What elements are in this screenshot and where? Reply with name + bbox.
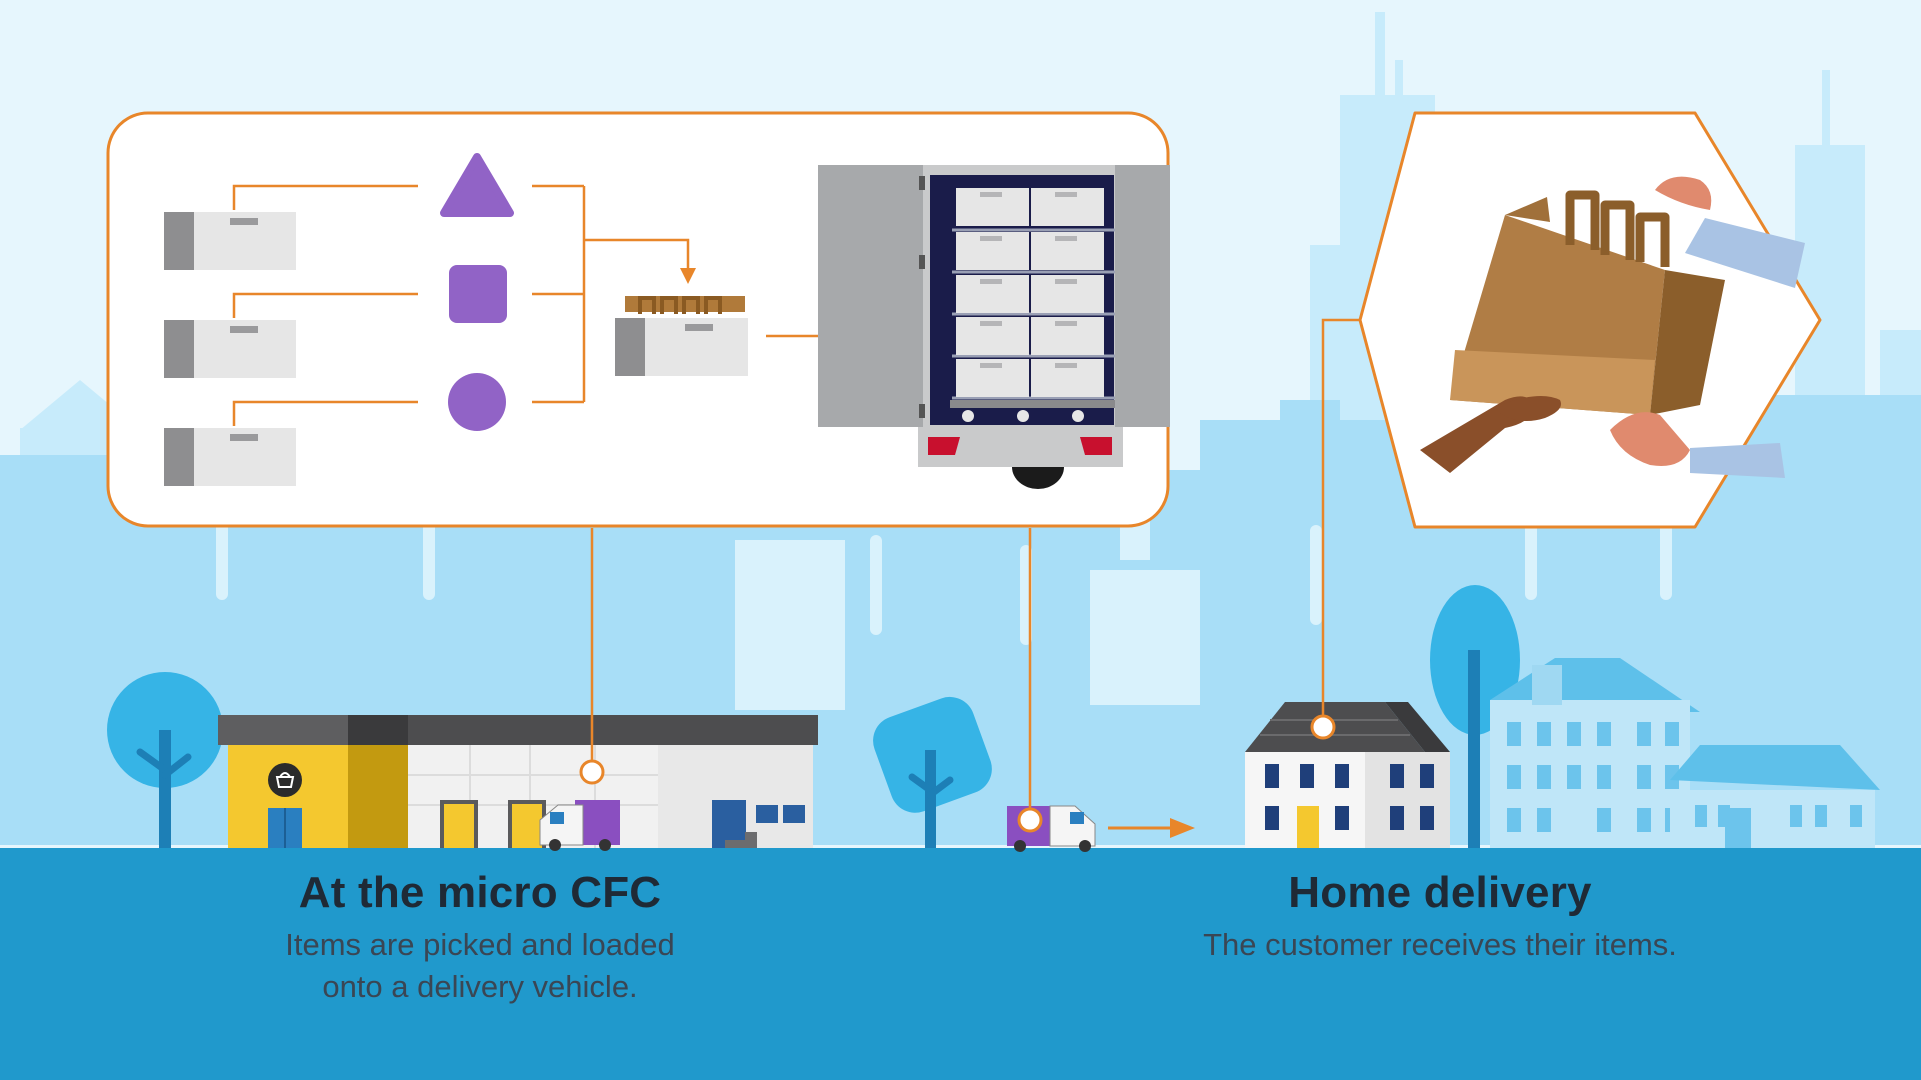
source-bin-2: [164, 320, 296, 378]
source-bin-1: [164, 212, 296, 270]
square-shape: [449, 265, 507, 323]
house-customer: [1245, 702, 1450, 848]
tree-left: [107, 672, 223, 848]
house-small-blue: [1670, 745, 1880, 848]
consolidated-bin: [615, 296, 748, 376]
travel-arrow: [1108, 818, 1195, 838]
triangle-shape: [440, 153, 514, 217]
description-line-1: Items are picked and loaded: [285, 927, 675, 962]
section-description-micro-cfc: Items are picked and loaded onto a deliv…: [230, 924, 730, 1008]
description-line-2: onto a delivery vehicle.: [322, 969, 638, 1004]
source-bin-3: [164, 428, 296, 486]
circle-shape: [448, 373, 506, 431]
ground: [0, 848, 1921, 1080]
hands-handover: [1420, 176, 1805, 478]
section-micro-cfc: At the micro CFC Items are picked and lo…: [230, 868, 730, 1008]
tree-middle: [873, 696, 992, 848]
micro-cfc-building: [218, 715, 818, 848]
shopping-bag-icon: [1450, 190, 1725, 415]
handover-callout: [1358, 111, 1822, 529]
section-title-micro-cfc: At the micro CFC: [298, 868, 662, 917]
description-line-1: The customer receives their items.: [1203, 927, 1677, 962]
callout-anchor-points: [579, 714, 1336, 833]
section-title-home-delivery: Home delivery: [1288, 868, 1592, 917]
arrow-head: [680, 268, 696, 284]
house-large-blue: [1490, 658, 1700, 848]
section-home-delivery: Home delivery The customer receives thei…: [1140, 868, 1740, 966]
section-description-home-delivery: The customer receives their items.: [1140, 924, 1740, 966]
building-window-strips: [216, 500, 1672, 710]
picking-process-callout: [106, 111, 1170, 528]
callout-connectors: [590, 318, 1360, 808]
delivery-truck-rear: [818, 165, 1170, 489]
delivery-van-icon: [539, 800, 620, 851]
